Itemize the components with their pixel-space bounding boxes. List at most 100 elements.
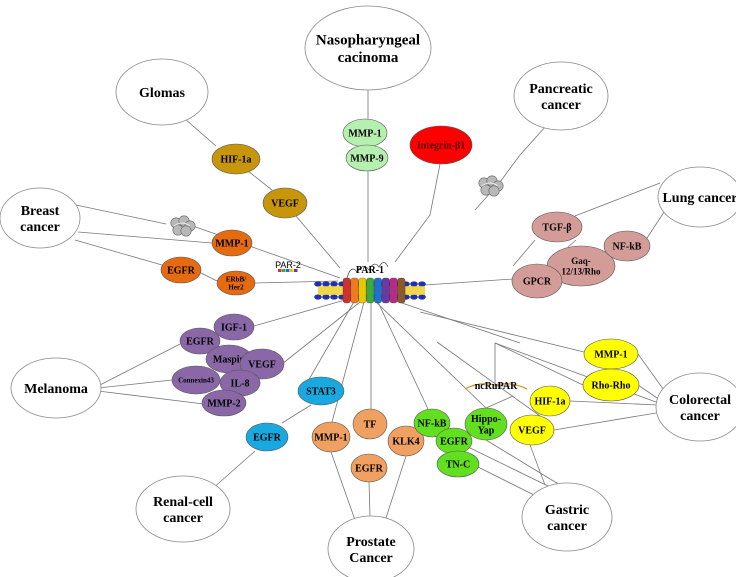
marker-pancreatic-integrin-label: Integrin-β1 [417,141,466,152]
marker-gas-egfr-label: EGFR [440,437,469,448]
marker-renal-egfr-label: EGFR [253,433,282,444]
marker-pancreatic-integrin: Integrin-β1 [409,125,473,165]
marker-col-mmp1-label: MMP-1 [594,350,627,361]
cancer-glomas-label: Glomas [139,86,185,101]
marker-pro-tf: TF [352,408,388,440]
marker-lung-gpcr: GPCR [511,263,563,299]
marker-breast-egfr-label: EGFR [167,266,196,277]
connection-lines [74,90,669,521]
marker-gas-hippo-label: Yap [478,425,495,436]
protease-icon [478,175,504,197]
marker-mel-connexin: Connexin43 [171,365,221,395]
marker-pro-klk4-label: KLK4 [392,437,419,448]
par2-label: PAR-2 [275,260,301,270]
marker-naso-mmp1-label: MMP-1 [348,129,381,140]
marker-col-vegf-label: VEGF [518,426,546,437]
marker-renal-stat3: STAT3 [297,376,345,406]
marker-mel-vegf-label: VEGF [248,360,276,371]
marker-mel-connexin-label: Connexin43 [178,376,214,384]
marker-gas-nfkb: NF-kB [413,408,451,438]
cancer-lung-label: Lung cancer [662,191,736,206]
cancer-nasopharyngeal-label: Nasopharyngeal [316,33,420,49]
par2-receptor-mark [278,269,282,272]
membrane-lipid-head [322,281,330,287]
marker-pro-tf-label: TF [364,420,377,431]
marker-glomas-vegf-label: VEGF [271,199,299,210]
marker-mel-igf1: IGF-1 [213,313,255,341]
membrane-lipid-head [330,281,338,287]
marker-renal-egfr: EGFR [245,422,289,452]
membrane-lipid-head [418,281,426,287]
transmembrane-helix [397,277,406,304]
marker-mel-igf1-label: IGF-1 [221,323,247,334]
membrane-lipid-head [330,294,338,300]
cancer-pancreatic-label: cancer [541,98,581,113]
marker-mel-egfr-label: EGFR [186,337,215,348]
membrane-lipid-head [314,281,322,287]
marker-breast-egfr: EGFR [160,256,202,284]
marker-col-rho: Rho-Rho [582,368,640,402]
transmembrane-helix [381,277,390,304]
marker-gas-nfkb-label: NF-kB [418,419,447,430]
cancer-renal-label: cancer [163,511,203,526]
par1-label: PAR-1 [356,265,384,276]
marker-pro-egfr-label: EGFR [355,464,384,475]
cancer-melanoma-label: Melanoma [24,382,88,397]
cancer-colorectal-label: Colorectal [669,393,731,408]
membrane-lipid-head [322,294,330,300]
marker-gas-tnc: TN-C [436,450,480,478]
cancer-colorectal-label: cancer [680,409,720,424]
marker-col-rho-label: Rho-Rho [592,381,631,392]
par1-receptor [314,262,426,304]
marker-lung-tgfb-label: TGF-β [542,223,571,234]
center-labels: PAR-1 PAR-2 ncRuPAR [275,260,528,392]
marker-gas-hippo: Hippo-Yap [464,407,508,441]
marker-lung-nfkb: NF-kB [603,230,651,262]
marker-pro-mmp1-label: MMP-1 [314,433,347,444]
marker-breast-erbb-label: Her2 [228,283,244,291]
marker-breast-mmp1: MMP-1 [211,229,253,257]
extracellular-loop [346,262,389,279]
marker-glomas-vegf: VEGF [262,187,308,219]
membrane-lipid-head [410,294,418,300]
membrane-lipid-head [314,294,322,300]
par2-receptor-mark [286,269,290,272]
marker-mel-mmp2-label: MMP-2 [207,399,240,410]
transmembrane-helix [342,277,351,304]
transmembrane-helix [366,277,375,304]
transmembrane-helix [389,277,398,304]
membrane-lipid-head [410,281,418,287]
marker-col-vegf: VEGF [509,414,555,446]
marker-breast-mmp1-label: MMP-1 [215,239,248,250]
marker-lung-gaq-label: Gaq- [571,256,591,266]
cancer-glomas: Glomas [115,58,209,126]
cancer-prostate-label: Prostate [346,535,396,550]
par2-receptor-mark [290,269,294,272]
cancer-gastric-label: Gastric [545,503,589,518]
marker-renal-stat3-label: STAT3 [306,387,336,398]
cancer-breast-label: Breast [21,204,60,219]
cancer-nasopharyngeal-label: cacinoma [338,50,399,66]
marker-mel-maspin-label: Maspin [213,355,246,366]
marker-mel-il8-label: IL-8 [231,379,250,390]
transmembrane-helix [358,277,367,304]
marker-naso-mmp9-label: MMP-9 [350,154,383,165]
membrane-lipid-head [418,294,426,300]
cancer-lung: Lung cancer [657,166,736,228]
ncrupar-arc [464,383,528,390]
marker-pro-klk4: KLK4 [387,425,425,457]
ncrupar-label: ncRuPAR [475,381,518,392]
protease-icon [170,215,196,237]
par2-receptor-mark [294,269,298,272]
marker-breast-erbb-label: ERbB/ [226,275,247,283]
marker-pro-egfr: EGFR [350,453,388,483]
cancer-pancreatic-label: Pancreatic [529,82,593,97]
